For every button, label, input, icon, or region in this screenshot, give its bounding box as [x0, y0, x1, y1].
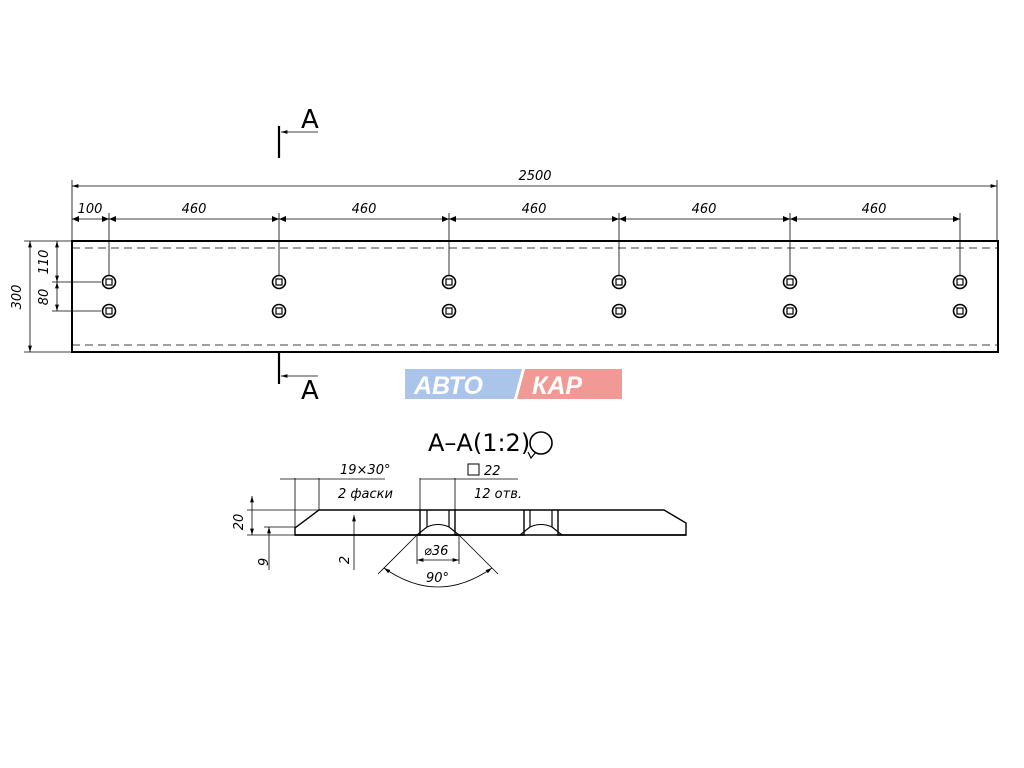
holes-group	[101, 274, 968, 319]
plate-outline	[71, 240, 999, 353]
chamfer-label: 19×30°	[340, 463, 390, 478]
pitch-label-1: 460	[182, 202, 207, 217]
mounting-hole	[441, 303, 457, 319]
chamfer-note: 2 фаски	[338, 487, 393, 502]
mounting-hole	[271, 303, 287, 319]
angle-label: 90°	[426, 571, 449, 586]
mounting-hole	[611, 303, 627, 319]
angle-line-right	[458, 534, 499, 575]
top-to-hole-label: 110	[37, 250, 52, 275]
overall-length-label: 2500	[518, 169, 551, 184]
pitch-arrowhead	[953, 216, 960, 222]
first-hole-label: 100	[78, 202, 103, 217]
width-label: 300	[10, 285, 25, 310]
mounting-hole	[952, 303, 968, 319]
pitch-arrowhead	[619, 216, 626, 222]
pitch-arrowhead	[102, 216, 109, 222]
logo-part1: АВТО	[413, 372, 483, 400]
section-view: А–А(1:2) 19×30° 2 фаски	[232, 429, 687, 588]
countersunk-hole-2	[519, 510, 563, 536]
pitch-arrowhead	[109, 216, 116, 222]
depth-label: 2	[338, 556, 353, 564]
thickness-label: 20	[232, 514, 247, 531]
bevel-label: 9	[257, 558, 272, 566]
pitch-ticks	[72, 213, 961, 275]
section-mark-bottom: А	[301, 376, 319, 406]
mounting-hole	[782, 274, 798, 290]
mounting-hole	[271, 274, 287, 290]
plan-view: 2500 100 460 460 460 460 460 300 110 80 …	[10, 105, 999, 406]
pitch-label-3: 460	[522, 202, 547, 217]
pitch-arrowhead	[272, 216, 279, 222]
pitch-label-5: 460	[862, 202, 887, 217]
mounting-hole	[101, 274, 117, 290]
angle-line-left	[377, 534, 418, 575]
hole-square-label: 22	[484, 464, 501, 479]
pitch-label-4: 460	[692, 202, 717, 217]
section-body	[294, 509, 421, 536]
pitch-arrowhead	[279, 216, 286, 222]
autokar-logo: АВТО КАР	[405, 369, 622, 400]
pitch-arrowhead	[449, 216, 456, 222]
hole-spacing-label: 80	[37, 289, 52, 306]
hole-count-label: 12 отв.	[474, 487, 522, 502]
pitch-arrowhead	[442, 216, 449, 222]
countersunk-hole-1	[416, 510, 460, 536]
pitch-arrowhead	[612, 216, 619, 222]
pitch-label-2: 460	[352, 202, 377, 217]
rotation-sign	[527, 431, 553, 460]
section-title: А–А(1:2)	[428, 429, 530, 457]
logo-part2: КАР	[532, 372, 582, 400]
section-mark-top: А	[301, 105, 319, 135]
pitch-arrowhead	[790, 216, 797, 222]
logo-red-block	[517, 369, 622, 399]
section-body-right	[557, 509, 687, 536]
square-symbol	[467, 463, 480, 476]
mounting-hole	[611, 274, 627, 290]
angle-arc	[383, 567, 493, 588]
diameter-label: ⌀36	[424, 544, 448, 559]
pitch-arrowhead	[72, 216, 79, 222]
mounting-hole	[441, 274, 457, 290]
pitch-arrowhead	[783, 216, 790, 222]
mounting-hole	[952, 274, 968, 290]
section-body-mid	[454, 509, 525, 536]
logo-blue-block	[405, 369, 522, 399]
mounting-hole	[101, 303, 117, 319]
mounting-hole	[782, 303, 798, 319]
